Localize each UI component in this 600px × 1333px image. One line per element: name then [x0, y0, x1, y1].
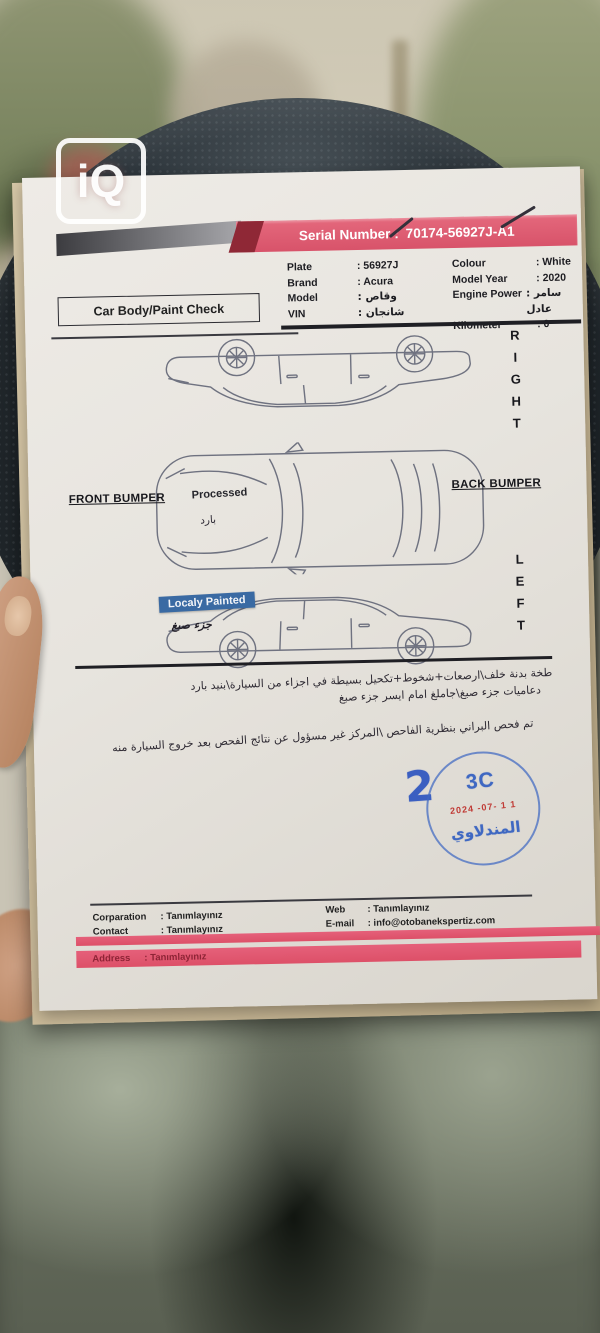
front-bumper-label: FRONT BUMPER — [68, 492, 166, 507]
stamp-date: 2024 -07- 1 1 — [449, 798, 517, 817]
footer-right-block: WebTanımlayınız E-mailinfo@otobanekspert… — [325, 900, 495, 932]
processed-note-arabic: بارد — [199, 513, 217, 527]
info-row-vin: VINشانجان — [288, 305, 405, 323]
info-row-engine-power: Engine Powerسامر عادل — [452, 285, 583, 319]
iq-watermark-text: iQ — [76, 155, 126, 207]
header-gray-band — [56, 220, 242, 257]
address-value: Tanımlayınız — [144, 951, 207, 963]
car-side-view-inverted-diagram — [165, 334, 472, 410]
car-top-view-diagram — [155, 441, 485, 578]
back-bumper-label: BACK BUMPER — [451, 477, 542, 492]
drivers-legs — [0, 975, 600, 1333]
address-bar: Address Tanımlayınız — [76, 940, 582, 969]
stamp-code: 3C — [464, 768, 496, 795]
vehicle-info-left: Plate56927J BrandAcura Modelوقاص VINشانج… — [287, 258, 405, 322]
stamp-name-arabic: المندلاوي — [449, 817, 522, 844]
address-label: Address — [92, 952, 131, 965]
inspection-document: Serial Number : 70174-56927J-A1 Plate569… — [22, 166, 600, 1011]
disclaimer-note: تم فحص البراني بنظرية الفاحص \المركز غير… — [111, 716, 534, 755]
section-title: Car Body/Paint Check — [93, 301, 225, 319]
serial-number-value: 70174-56927J-A1 — [405, 223, 515, 241]
iq-watermark-logo: iQ — [56, 138, 146, 224]
section-title-box: Car Body/Paint Check — [57, 293, 261, 327]
inspection-notes: طخة بدنة خلف\ارصعات+شخوط+تكحيل بسيطة في … — [82, 665, 553, 716]
serial-number-label: Serial Number : — [298, 226, 399, 244]
right-side-label: RIGHT — [507, 327, 525, 438]
left-side-label: LEFT — [511, 551, 529, 640]
localy-painted-note-arabic: جزء صبغ — [171, 618, 212, 632]
inspection-stamp: 3C 2024 -07- 1 1 المندلاوي — [420, 745, 547, 872]
